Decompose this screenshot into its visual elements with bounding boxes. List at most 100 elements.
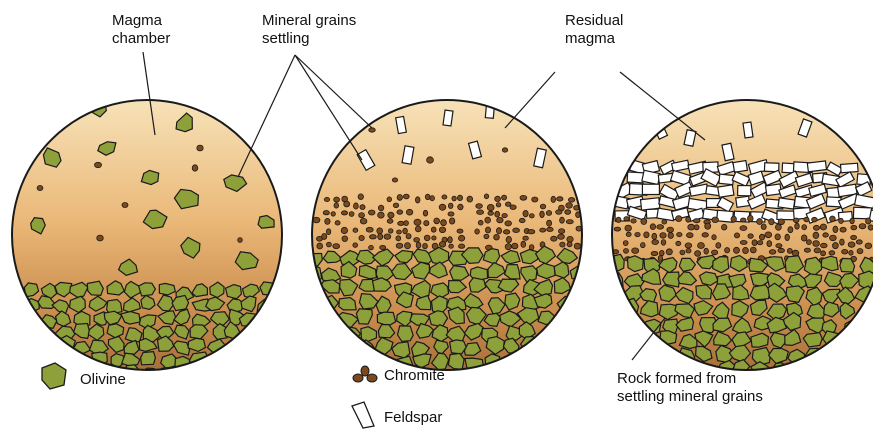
chromite-grain bbox=[850, 218, 854, 224]
chromite-grain bbox=[652, 233, 657, 239]
feldspar-crystal bbox=[719, 174, 734, 185]
chromite-grain bbox=[415, 226, 421, 232]
chromite-grain bbox=[667, 227, 674, 232]
olivine-crystal bbox=[141, 352, 156, 365]
chromite-grain bbox=[423, 210, 427, 216]
chromite-grain bbox=[432, 236, 436, 240]
chromite-grain bbox=[641, 218, 647, 224]
chromite-grain bbox=[398, 221, 405, 225]
chromite-grain bbox=[821, 251, 826, 256]
chromite-grain bbox=[851, 225, 857, 230]
chromite-grain bbox=[37, 186, 43, 191]
chromite-grain bbox=[397, 230, 402, 234]
chromite-grain bbox=[804, 248, 810, 252]
chromite-grain bbox=[792, 250, 799, 256]
chromite-grain bbox=[520, 195, 527, 200]
chromite-grain bbox=[488, 211, 494, 215]
chromite-grain bbox=[567, 236, 573, 242]
chromite-grain bbox=[840, 239, 845, 245]
chromite-grain bbox=[448, 203, 453, 208]
chromite-grain bbox=[557, 197, 563, 201]
chromite-grain bbox=[396, 236, 401, 241]
chromite-grain bbox=[324, 197, 329, 201]
chromite-grain bbox=[503, 230, 509, 234]
chromite-grain bbox=[393, 203, 398, 208]
chromite-grain bbox=[359, 235, 364, 240]
chromite-grain bbox=[820, 224, 826, 230]
chromite-grain bbox=[821, 243, 828, 248]
chromite-grain bbox=[625, 225, 632, 231]
olivine-crystal bbox=[87, 281, 103, 295]
chromite-grain bbox=[387, 219, 393, 223]
legend-feldspar-label: Feldspar bbox=[384, 409, 442, 427]
chromite-grain bbox=[528, 230, 535, 234]
chromite-grain bbox=[734, 233, 739, 238]
chromite-grain bbox=[484, 234, 489, 239]
feldspar-crystal bbox=[778, 198, 795, 209]
chromite-grain bbox=[856, 240, 862, 244]
chromite-grain bbox=[370, 235, 377, 239]
chromite-grain bbox=[829, 251, 835, 255]
chromite-grain bbox=[360, 205, 365, 210]
chromite-grain bbox=[813, 225, 819, 230]
chromite-grain bbox=[833, 226, 838, 232]
chromite-grain bbox=[403, 228, 408, 234]
chromite-grain bbox=[676, 241, 681, 245]
chromite-grain bbox=[323, 211, 329, 215]
olivine-crystal bbox=[750, 285, 770, 300]
chromite-grain bbox=[459, 244, 465, 248]
chromite-grain bbox=[677, 233, 682, 237]
chromite-grain bbox=[635, 233, 640, 237]
chromite-grain bbox=[731, 216, 736, 222]
chromite-grain bbox=[759, 234, 764, 240]
chromite-grain bbox=[868, 225, 873, 230]
chromite-grain bbox=[406, 234, 411, 239]
chromite-grain bbox=[334, 203, 339, 208]
chromite-grain bbox=[812, 217, 818, 222]
olivine-crystal bbox=[840, 258, 855, 272]
chromite-grain bbox=[502, 148, 507, 152]
chromite-grain bbox=[368, 210, 375, 215]
chromite-grain bbox=[424, 221, 429, 226]
chromite-grain bbox=[546, 211, 551, 216]
chromite-grain bbox=[558, 234, 565, 239]
chromite-grain bbox=[425, 194, 430, 199]
chromite-grain bbox=[353, 243, 358, 247]
chromite-grain bbox=[467, 196, 473, 202]
chromite-grain bbox=[378, 212, 385, 218]
chromite-grain bbox=[484, 194, 488, 199]
chromite-grain bbox=[566, 203, 573, 209]
chromite-grain bbox=[551, 196, 556, 202]
chromite-grain bbox=[341, 211, 347, 215]
chromite-grain bbox=[414, 219, 421, 225]
chromite-grain bbox=[384, 234, 391, 239]
label-mineral-grains-line2: settling bbox=[262, 30, 356, 48]
chromite-grain bbox=[687, 233, 694, 238]
chromite-grain bbox=[448, 237, 453, 243]
chromite-grain bbox=[441, 220, 447, 226]
chromite-grain bbox=[353, 228, 358, 232]
leader-mineral-grains-2 bbox=[295, 55, 362, 160]
chromite-grain bbox=[510, 205, 516, 210]
label-residual-magma-line2: magma bbox=[565, 30, 623, 48]
olivine-crystal bbox=[398, 326, 414, 342]
chromite-grain bbox=[712, 235, 716, 240]
chromite-grain bbox=[416, 242, 421, 248]
chromite-grain bbox=[322, 234, 327, 240]
chromite-grain bbox=[686, 217, 691, 222]
label-magma-chamber-line2: chamber bbox=[112, 30, 170, 48]
chromite-grain bbox=[459, 235, 465, 241]
chromite-grain bbox=[765, 232, 772, 238]
chromite-grain bbox=[750, 247, 756, 253]
feldspar-crystal bbox=[777, 211, 795, 220]
chromite-grain bbox=[740, 226, 747, 231]
chromite-grain bbox=[97, 235, 104, 241]
chromite-grain bbox=[565, 210, 571, 215]
chromite-grain bbox=[423, 243, 428, 248]
chromite-grain bbox=[439, 204, 446, 210]
chromite-grain bbox=[494, 234, 500, 240]
chromite-grain bbox=[377, 228, 383, 234]
chromite-grain bbox=[485, 227, 490, 233]
chromite-grain bbox=[403, 194, 409, 199]
chromite-grain bbox=[704, 248, 709, 254]
